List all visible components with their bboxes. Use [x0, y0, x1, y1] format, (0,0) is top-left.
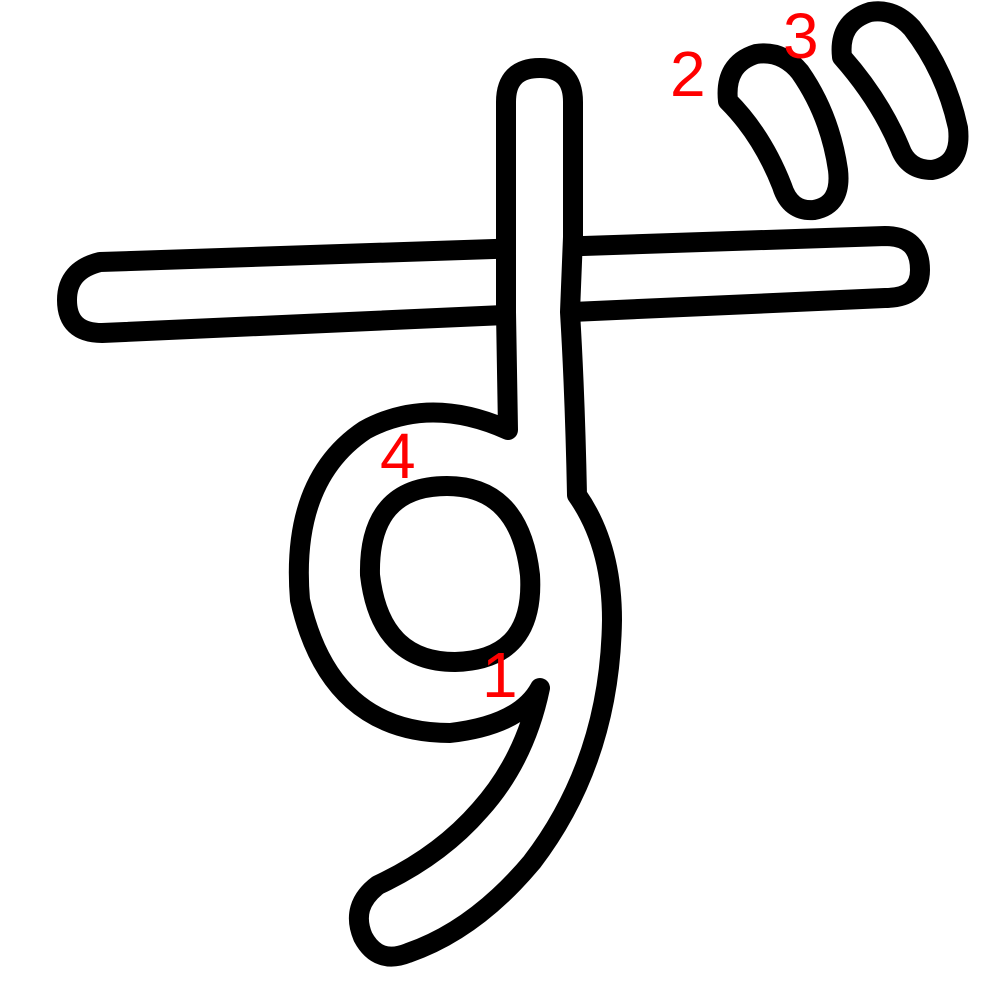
stroke-number-3: 3 — [783, 0, 819, 72]
stroke-number-4: 4 — [380, 420, 416, 492]
horizontal-stroke — [57, 226, 930, 343]
stroke-number-1: 1 — [482, 639, 518, 711]
stroke-number-2: 2 — [670, 38, 706, 110]
dakuten-stroke-2 — [717, 43, 849, 221]
loop-counter — [359, 476, 541, 672]
dakuten-stroke-3 — [831, 1, 969, 180]
